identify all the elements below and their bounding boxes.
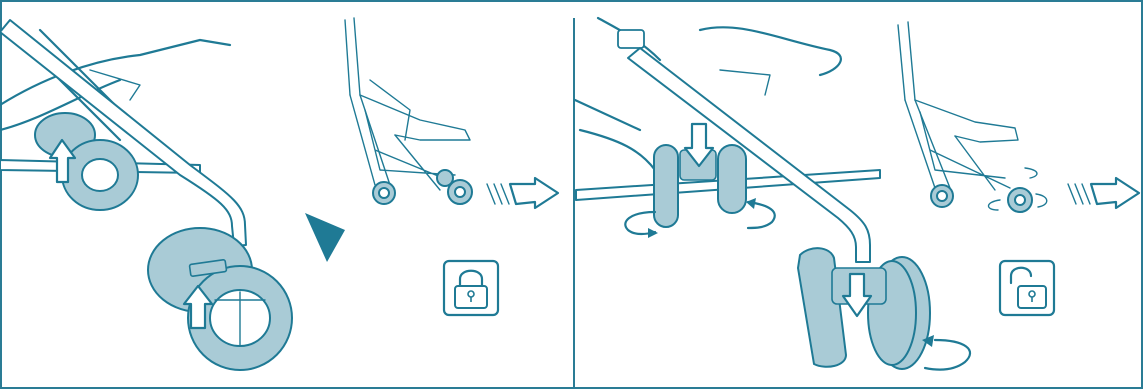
padlock-closed-icon — [442, 259, 500, 317]
panel-unlock — [573, 16, 1141, 371]
stroller-thumbnail-unlock — [897, 21, 1048, 213]
front-wheel-pair — [796, 247, 972, 371]
stroller-thumbnail-lock — [344, 17, 473, 205]
swivel-rotation-arrow-icon — [923, 338, 972, 371]
rear-wheel-small — [34, 112, 139, 211]
front-wheel-large — [147, 227, 293, 371]
press-up-arrow-icon — [48, 138, 77, 184]
next-step-arrow-icon — [486, 176, 560, 210]
press-down-arrow-icon — [841, 272, 873, 318]
next-step-arrow-icon — [1067, 176, 1141, 210]
swivel-rotation-arrow-icon — [746, 200, 776, 230]
panel-lock — [0, 17, 560, 371]
swivel-rotation-arrow-icon — [624, 210, 657, 236]
direction-triangle-icon — [305, 213, 345, 262]
press-up-arrow-icon — [182, 284, 214, 330]
padlock-open-icon — [998, 259, 1056, 317]
press-down-arrow-icon — [683, 122, 715, 168]
swivel-rotation-arrow-icon — [1035, 193, 1048, 208]
stroller-frame-detail-right — [573, 16, 881, 263]
rear-wheel-pair — [624, 122, 776, 238]
swivel-rotation-arrow-icon — [987, 199, 1001, 211]
